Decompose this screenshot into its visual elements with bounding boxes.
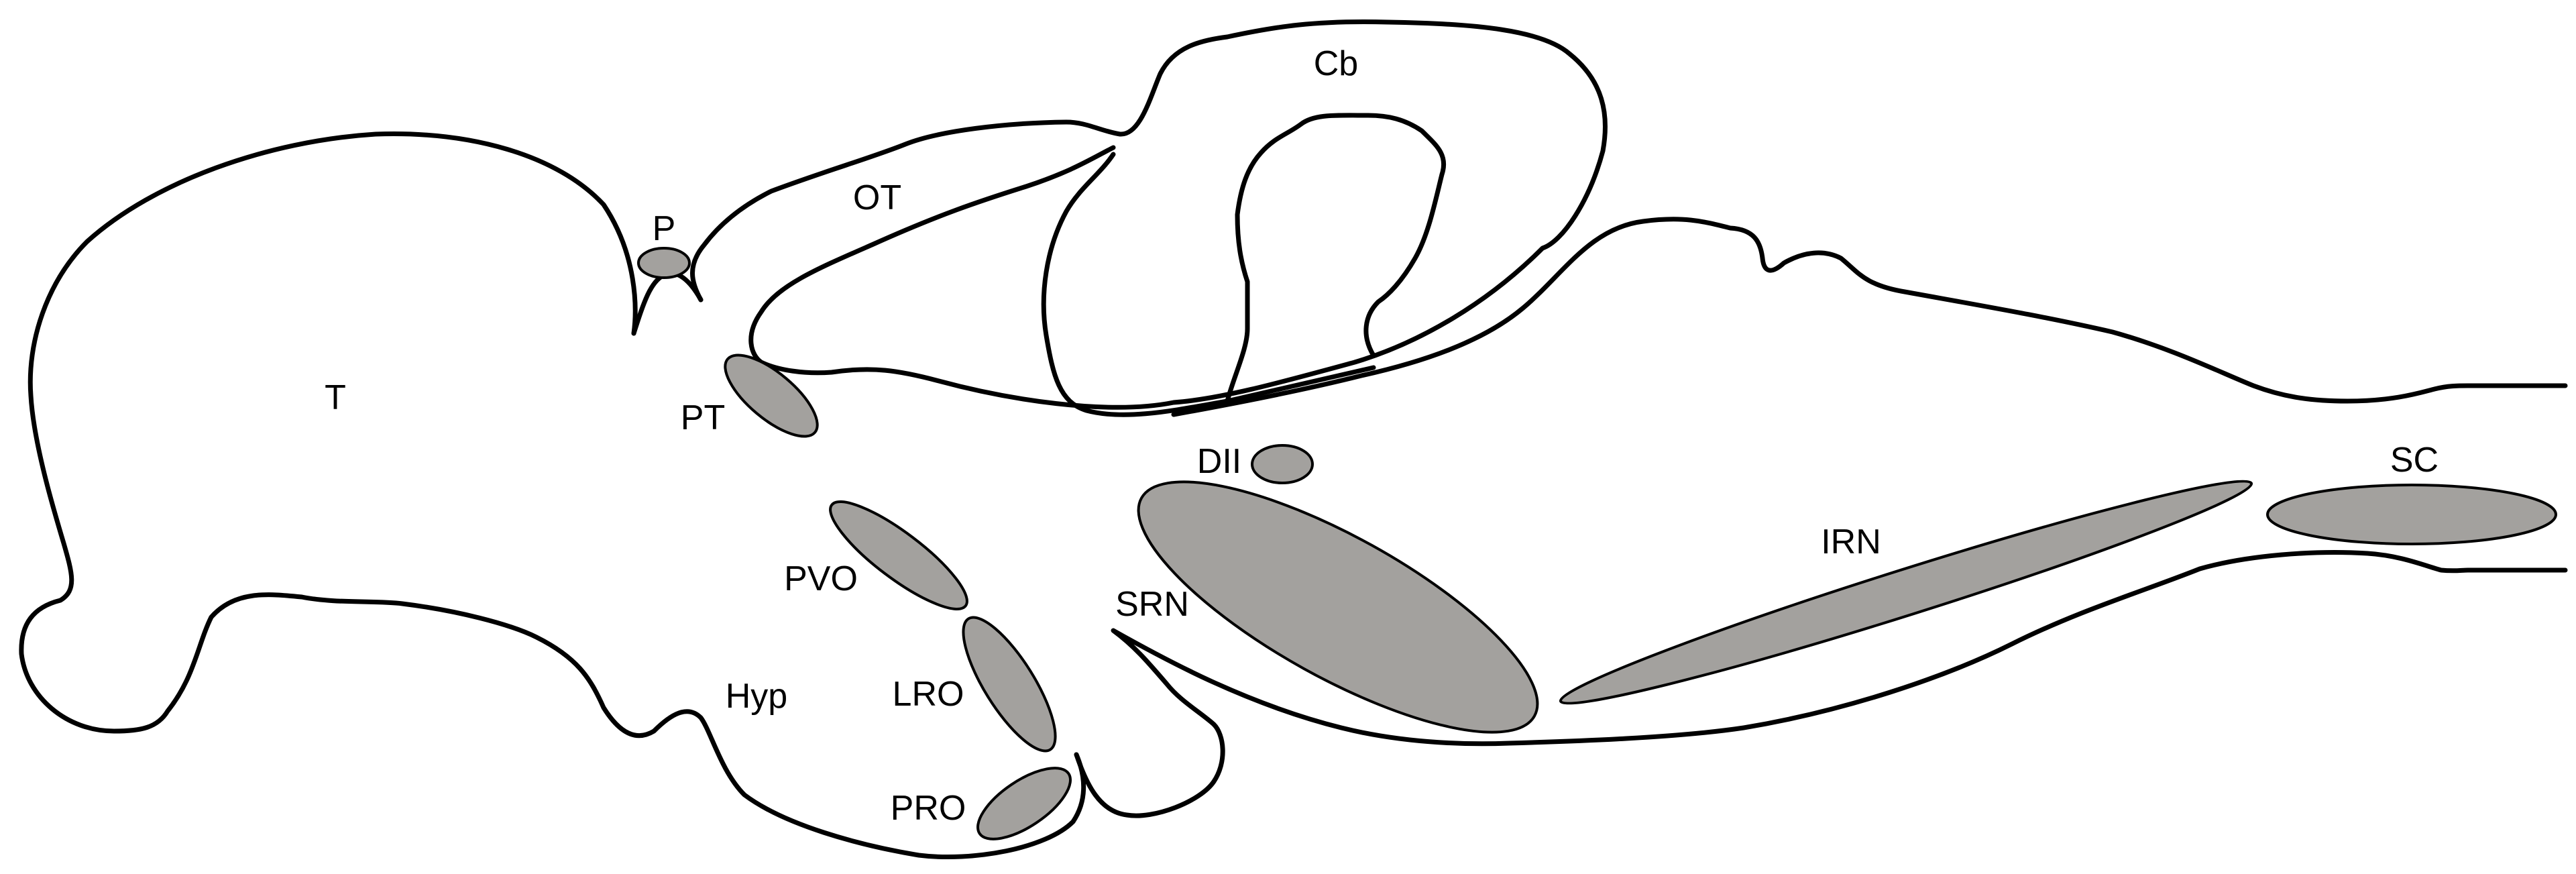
label-ot: OT (853, 178, 901, 217)
label-srn: SRN (1115, 585, 1189, 624)
label-pvo: PVO (784, 559, 858, 598)
label-hyp: Hyp (726, 677, 787, 716)
nucleus-srn (1137, 480, 1539, 734)
optic-tectum-outline (690, 19, 1608, 410)
nucleus-sc (2266, 484, 2557, 545)
label-sc: SC (2390, 441, 2439, 480)
label-p: P (653, 209, 676, 248)
label-pt: PT (681, 398, 725, 437)
nucleus-pt (724, 353, 819, 438)
cerebellum-inner-outline (1041, 152, 1230, 417)
hindbrain-ventral-outline (1074, 550, 2568, 818)
label-t: T (325, 378, 346, 417)
label-dii: DII (1197, 442, 1241, 481)
label-pro: PRO (891, 789, 966, 828)
label-cb: Cb (1314, 44, 1358, 83)
label-lro: LRO (893, 675, 964, 714)
nucleus-lro (962, 616, 1057, 753)
cerebellum-base-outline (1225, 365, 1376, 404)
nucleus-irn (1559, 480, 2253, 705)
hindbrain-dorsal-outline (1171, 217, 2568, 417)
nucleus-pvo (829, 500, 968, 610)
nucleus-pro (976, 767, 1072, 840)
pineal-stalk-outline (631, 270, 704, 336)
nucleus-pineal (637, 247, 691, 279)
label-irn: IRN (1821, 523, 1881, 561)
nucleus-dii (1251, 444, 1314, 484)
telencephalon-outline (19, 131, 1086, 860)
cerebellum-fold-outline (1225, 113, 1447, 404)
